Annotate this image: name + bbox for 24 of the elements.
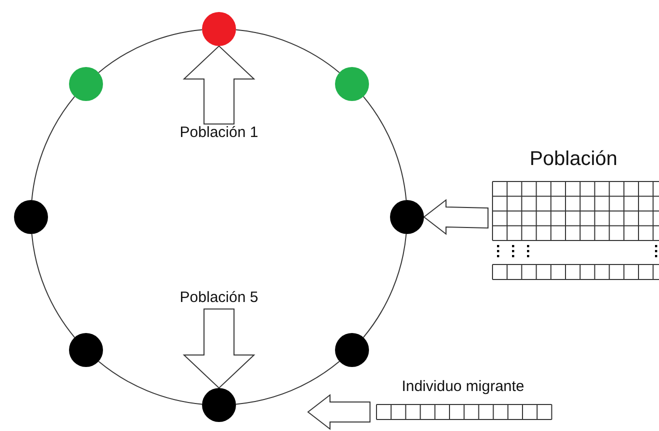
node-circle <box>14 200 48 234</box>
grid-title: Población <box>530 148 618 171</box>
bar-title: Individuo migrante <box>402 378 524 395</box>
ring-arc <box>98 29 202 74</box>
ring-arc <box>98 360 202 405</box>
ring-arc <box>236 360 340 405</box>
block-arrow <box>182 308 256 389</box>
node-circle <box>334 332 369 367</box>
node-circle <box>69 332 104 367</box>
ring-arc <box>31 96 76 200</box>
node-circle <box>334 67 369 102</box>
block-arrow <box>423 198 488 236</box>
block-arrow <box>182 45 256 124</box>
node-circle <box>69 67 104 102</box>
node-circle <box>202 12 236 46</box>
ring-arc <box>236 29 340 74</box>
node-circle <box>202 388 236 422</box>
block-arrow <box>307 394 370 430</box>
ring-arc <box>362 234 407 338</box>
ring-arc <box>362 96 407 200</box>
population-label: Población 1 <box>180 124 258 141</box>
node-circle <box>390 200 424 234</box>
population-label: Población 5 <box>180 289 258 306</box>
ring-arc <box>31 234 76 338</box>
